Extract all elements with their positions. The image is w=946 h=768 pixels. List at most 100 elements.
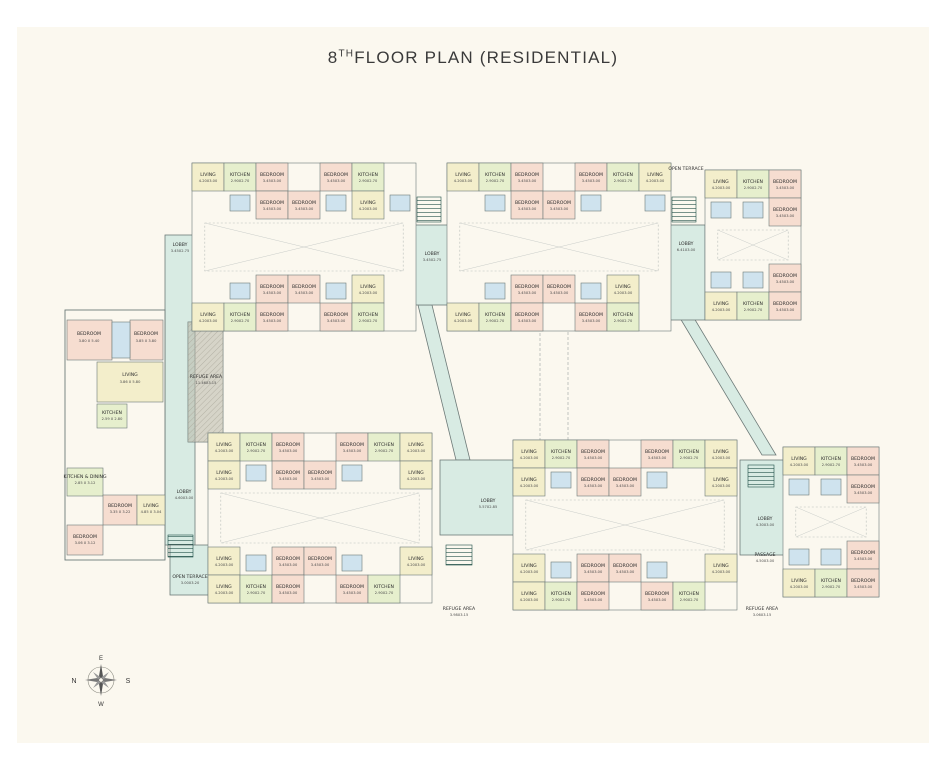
kitchen-label-23: KITCHEN xyxy=(358,312,378,318)
bedroom-label-50: BEDROOM xyxy=(773,179,797,185)
bedroom-label-21: BEDROOM xyxy=(260,312,284,318)
bedroom-label-96: BEDROOM xyxy=(613,477,637,483)
living-dim-18: 4.20X3.00 xyxy=(359,291,378,295)
kitchen-label-26: KITCHEN xyxy=(485,172,505,178)
living-label-93: LIVING xyxy=(521,477,537,483)
kitchen-room-123 xyxy=(814,568,848,598)
corridors xyxy=(164,224,791,596)
toilet-119 xyxy=(788,548,810,566)
living-label-112: LIVING xyxy=(791,456,807,462)
living-dim-98: 4.20X3.00 xyxy=(712,484,731,488)
bedroom-room-108 xyxy=(576,581,610,611)
bedroom-dim-4: 3.45X3.00 xyxy=(263,179,282,183)
courtyard-diag-36b xyxy=(459,222,659,272)
bedroom-label-38: BEDROOM xyxy=(515,284,539,290)
bedroom-dim-32: 3.45X3.00 xyxy=(518,207,537,211)
kitchen-dim-107: 2.90X2.70 xyxy=(552,598,571,602)
bedroom-label-117: BEDROOM xyxy=(851,484,875,490)
bedroom-label-53: BEDROOM xyxy=(773,207,797,213)
lobby-a-dim: 3.45X2.75 xyxy=(171,249,189,253)
bedroom-dim-5: 3.45X3.00 xyxy=(327,179,346,183)
bedroom-dim-65: 3.45X3.00 xyxy=(343,449,362,453)
bedroom-label-22: BEDROOM xyxy=(324,312,348,318)
bedroom-label-124: BEDROOM xyxy=(851,578,875,584)
open-terrace-b-dim: 3.00X3.20 xyxy=(181,581,200,585)
bedroom-label-109: BEDROOM xyxy=(645,591,669,597)
kitchen-dim-20: 2.90X2.70 xyxy=(231,319,250,323)
bedroom-room-22 xyxy=(319,302,353,332)
west-bedroom-3 xyxy=(102,494,138,526)
kitchen-room-6 xyxy=(351,162,385,192)
bedroom-label-57: BEDROOM xyxy=(773,273,797,279)
bridge-2 xyxy=(679,317,777,456)
living-label-87: LIVING xyxy=(521,449,537,455)
living-dim-105: 4.20X3.00 xyxy=(712,570,731,574)
living-label-48: LIVING xyxy=(713,179,729,185)
living-label-18: LIVING xyxy=(360,284,376,290)
bedroom-room-114 xyxy=(846,446,880,476)
courtyard-diag-54b xyxy=(717,229,789,261)
kitchen-label-46: KITCHEN xyxy=(613,312,633,318)
living-label-68: LIVING xyxy=(216,470,232,476)
bedroom-dim-8: 3.45X3.00 xyxy=(263,207,282,211)
west-living xyxy=(96,361,164,403)
kitchen-room-46 xyxy=(606,302,640,332)
bedroom-room-38 xyxy=(510,274,544,304)
toilet-94 xyxy=(550,471,572,489)
west-bedroom-4-label: BEDROOM xyxy=(73,534,97,540)
living-dim-42: 4.20X3.00 xyxy=(454,319,473,323)
living-dim-80: 4.20X3.00 xyxy=(407,563,426,567)
west-bedroom-3-dim: 3.35 X 3.22 xyxy=(110,510,131,514)
bedroom-dim-70: 3.45X3.00 xyxy=(279,477,298,481)
west-kitchen-dim: 2.59 X 2.80 xyxy=(102,417,123,421)
bedroom-room-95 xyxy=(576,467,610,497)
living-label-42: LIVING xyxy=(455,312,471,318)
bedroom-dim-89: 3.45X3.00 xyxy=(584,456,603,460)
bedroom-label-90: BEDROOM xyxy=(645,449,669,455)
living-room-68 xyxy=(207,460,241,490)
kitchen-label-59: KITCHEN xyxy=(743,301,763,307)
toilet-37 xyxy=(484,282,506,300)
bedroom-dim-53: 3.45X3.00 xyxy=(776,214,795,218)
kitchen-room-88 xyxy=(544,439,578,469)
bedroom-room-53 xyxy=(768,197,802,227)
living-dim-68: 4.20X3.00 xyxy=(215,477,234,481)
bedroom-dim-108: 3.45X3.00 xyxy=(584,598,603,602)
bedroom-room-45 xyxy=(574,302,608,332)
bedroom-room-121 xyxy=(846,540,880,570)
bedroom-label-16: BEDROOM xyxy=(292,284,316,290)
living-dim-112: 4.20X3.00 xyxy=(790,463,809,467)
passage-dim: 4.50X3.00 xyxy=(756,559,775,563)
bedroom-room-9 xyxy=(287,190,321,220)
apartment-blocks: LIVING4.20X3.00KITCHEN2.90X2.70BEDROOM3.… xyxy=(191,162,880,611)
kitchen-dim-110: 2.90X2.70 xyxy=(680,598,699,602)
core-1-lift xyxy=(414,224,451,306)
bedroom-label-27: BEDROOM xyxy=(515,172,539,178)
kitchen-dim-23: 2.90X2.70 xyxy=(359,319,378,323)
kitchen-label-3: KITCHEN xyxy=(230,172,250,178)
kitchen-label-123: KITCHEN xyxy=(821,578,841,584)
refuge-c-dim: 3.06X3.15 xyxy=(753,613,771,617)
lobby-d-label: LOBBY xyxy=(679,241,694,247)
kitchen-room-29 xyxy=(606,162,640,192)
living-room-41 xyxy=(606,274,640,304)
living-room-25 xyxy=(446,162,480,192)
bedroom-room-16 xyxy=(287,274,321,304)
kitchen-label-29: KITCHEN xyxy=(613,172,633,178)
toilet-34 xyxy=(580,194,602,212)
bedroom-room-124 xyxy=(846,568,880,598)
bedroom-dim-38: 3.45X3.00 xyxy=(518,291,537,295)
bedroom-dim-21: 3.45X3.00 xyxy=(263,319,282,323)
bedroom-label-70: BEDROOM xyxy=(276,470,300,476)
bedroom-label-44: BEDROOM xyxy=(515,312,539,318)
lobby-f-dim: 4.30X3.00 xyxy=(756,523,775,527)
living-room-42 xyxy=(446,302,480,332)
bedroom-label-102: BEDROOM xyxy=(581,563,605,569)
west-bedroom-4 xyxy=(66,524,104,556)
kitchen-dim-26: 2.90X2.70 xyxy=(486,179,505,183)
toilet-79 xyxy=(341,554,363,572)
living-label-41: LIVING xyxy=(615,284,631,290)
living-label-122: LIVING xyxy=(791,578,807,584)
bedroom-dim-77: 3.45X3.00 xyxy=(279,563,298,567)
